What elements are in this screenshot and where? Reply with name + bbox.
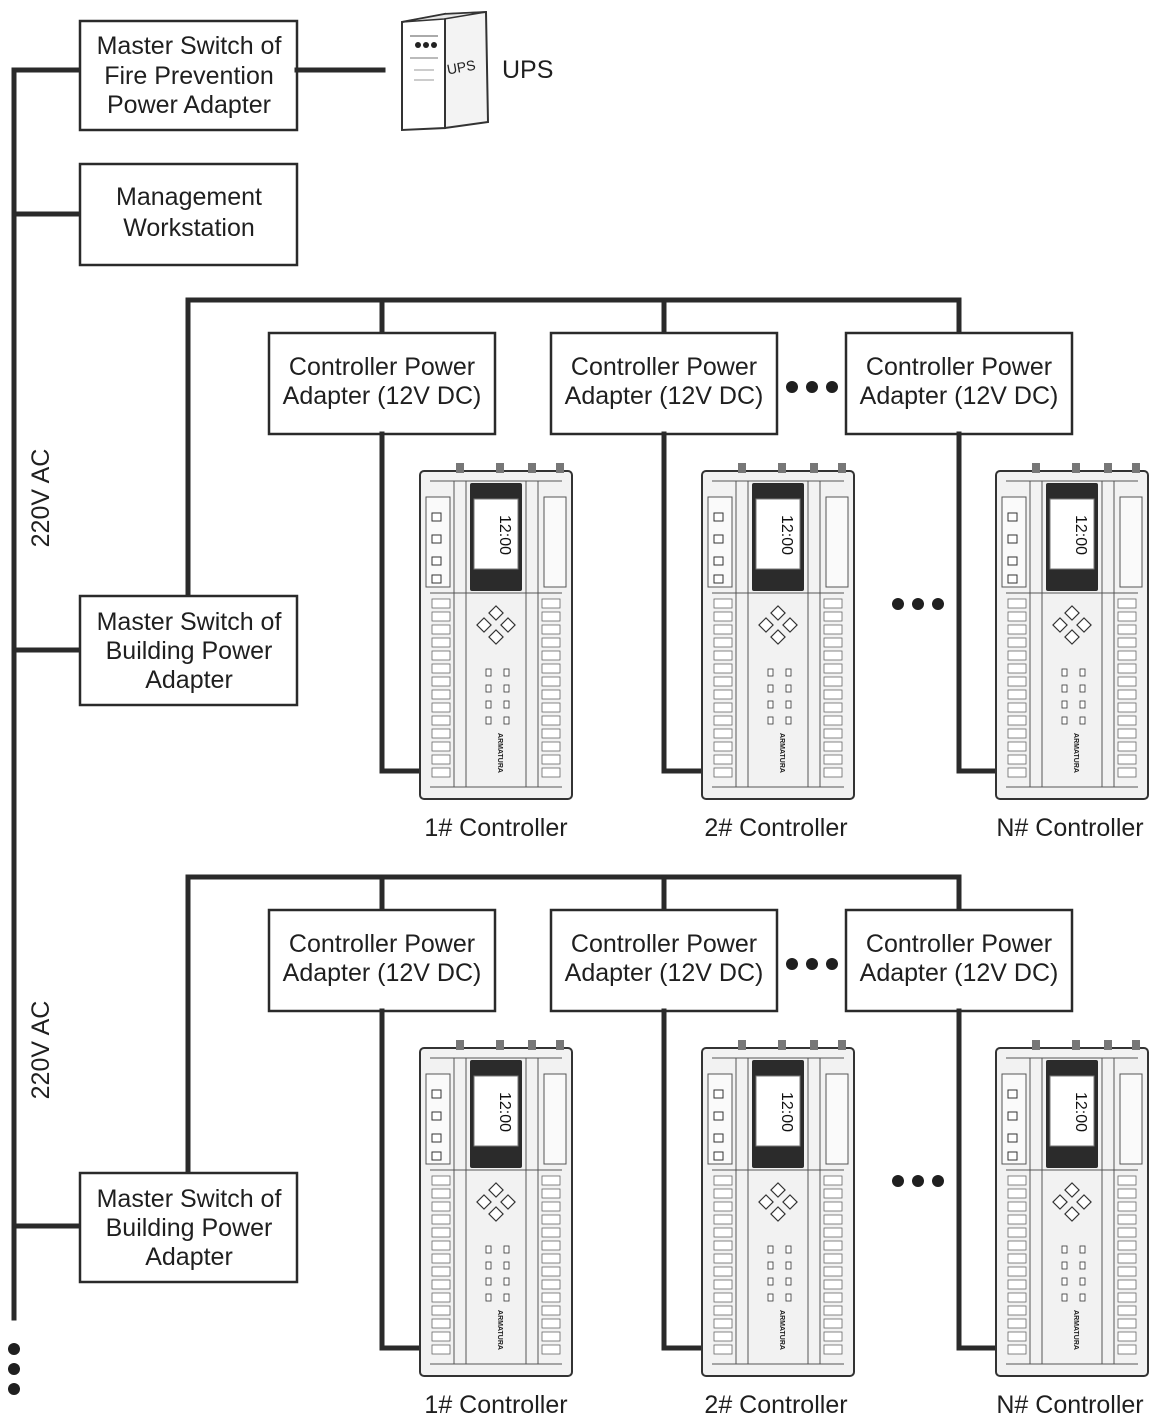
- controller-label: N# Controller: [996, 1391, 1143, 1419]
- controller-brand: ARMATURA: [1072, 733, 1079, 773]
- ups-device-text: UPS: [446, 57, 477, 78]
- controller-brand: ARMATURA: [496, 733, 503, 773]
- ac-label-1: 220V AC: [27, 449, 55, 548]
- adapter-ellipsis-dot: [826, 958, 838, 970]
- adapter-line: Adapter (12V DC): [565, 959, 764, 987]
- adapter-ellipsis-dot: [826, 381, 838, 393]
- controller-ellipsis-dot: [932, 598, 944, 610]
- workstation-line: Workstation: [123, 214, 255, 242]
- adapter-line: Adapter (12V DC): [283, 959, 482, 987]
- adapter-line: Adapter (12V DC): [860, 959, 1059, 987]
- adapter-ellipsis-dot: [786, 381, 798, 393]
- controller-clock: 12:00: [778, 515, 795, 555]
- fire-switch-line: Fire Prevention: [104, 62, 274, 90]
- controller-ellipsis-dot: [892, 1175, 904, 1187]
- controller-ellipsis-dot: [912, 1175, 924, 1187]
- adapter-line: Controller Power: [289, 353, 475, 381]
- adapter-to-controller-wire: [661, 431, 707, 774]
- adapter-ellipsis-dot: [806, 381, 818, 393]
- adapter-to-controller-wire: [379, 1008, 425, 1351]
- workstation-line: Management: [116, 183, 262, 211]
- ups-device: UPS: [401, 10, 490, 132]
- adapter-to-controller-wire: [956, 431, 1001, 774]
- adapter-line: Controller Power: [866, 353, 1052, 381]
- controller-label: 1# Controller: [424, 1391, 567, 1419]
- building-switch-line: Adapter: [145, 666, 233, 694]
- controller-brand: ARMATURA: [1072, 1310, 1079, 1350]
- adapter-line: Controller Power: [571, 353, 757, 381]
- controller-label: 1# Controller: [424, 814, 567, 842]
- building-switch-line: Master Switch of: [97, 1185, 282, 1213]
- adapter-line: Adapter (12V DC): [283, 382, 482, 410]
- controller-brand: ARMATURA: [778, 1310, 785, 1350]
- adapter-ellipsis-dot: [786, 958, 798, 970]
- adapter-to-controller-wire: [379, 431, 425, 774]
- controller-clock: 12:00: [778, 1092, 795, 1132]
- controller-brand: ARMATURA: [778, 733, 785, 773]
- adapter-line: Adapter (12V DC): [860, 382, 1059, 410]
- building-switch-line: Building Power: [106, 1214, 273, 1242]
- controller-ellipsis-dot: [892, 598, 904, 610]
- controller-ellipsis-dot: [912, 598, 924, 610]
- controller-clock: 12:00: [1072, 1092, 1089, 1132]
- controller-ellipsis-dot: [932, 1175, 944, 1187]
- adapter-line: Controller Power: [289, 930, 475, 958]
- controller-clock: 12:00: [1072, 515, 1089, 555]
- controller-brand: ARMATURA: [496, 1310, 503, 1350]
- controller-clock: 12:00: [496, 515, 513, 555]
- management-workstation: Management Workstation: [78, 162, 299, 267]
- building-switch-line: Building Power: [106, 637, 273, 665]
- adapter-to-controller-wire: [956, 1008, 1001, 1351]
- adapter-line: Adapter (12V DC): [565, 382, 764, 410]
- continuation-dot: [8, 1383, 20, 1395]
- building-switch-line: Adapter: [145, 1243, 233, 1271]
- adapter-line: Controller Power: [866, 930, 1052, 958]
- adapter-ellipsis-dot: [806, 958, 818, 970]
- fire-switch-line: Power Adapter: [107, 91, 271, 119]
- ac-label-2: 220V AC: [27, 1001, 55, 1100]
- continuation-dot: [8, 1343, 20, 1355]
- controller-label: 2# Controller: [704, 814, 847, 842]
- ups-label: UPS: [502, 56, 553, 84]
- fire-prevention-switch: Master Switch of Fire Prevention Power A…: [78, 19, 299, 132]
- fire-switch-line: Master Switch of: [97, 32, 282, 60]
- controller-label: 2# Controller: [704, 1391, 847, 1419]
- continuation-dot: [8, 1363, 20, 1375]
- controller-label: N# Controller: [996, 814, 1143, 842]
- adapter-line: Controller Power: [571, 930, 757, 958]
- controller-clock: 12:00: [496, 1092, 513, 1132]
- adapter-to-controller-wire: [661, 1008, 707, 1351]
- building-switch-line: Master Switch of: [97, 608, 282, 636]
